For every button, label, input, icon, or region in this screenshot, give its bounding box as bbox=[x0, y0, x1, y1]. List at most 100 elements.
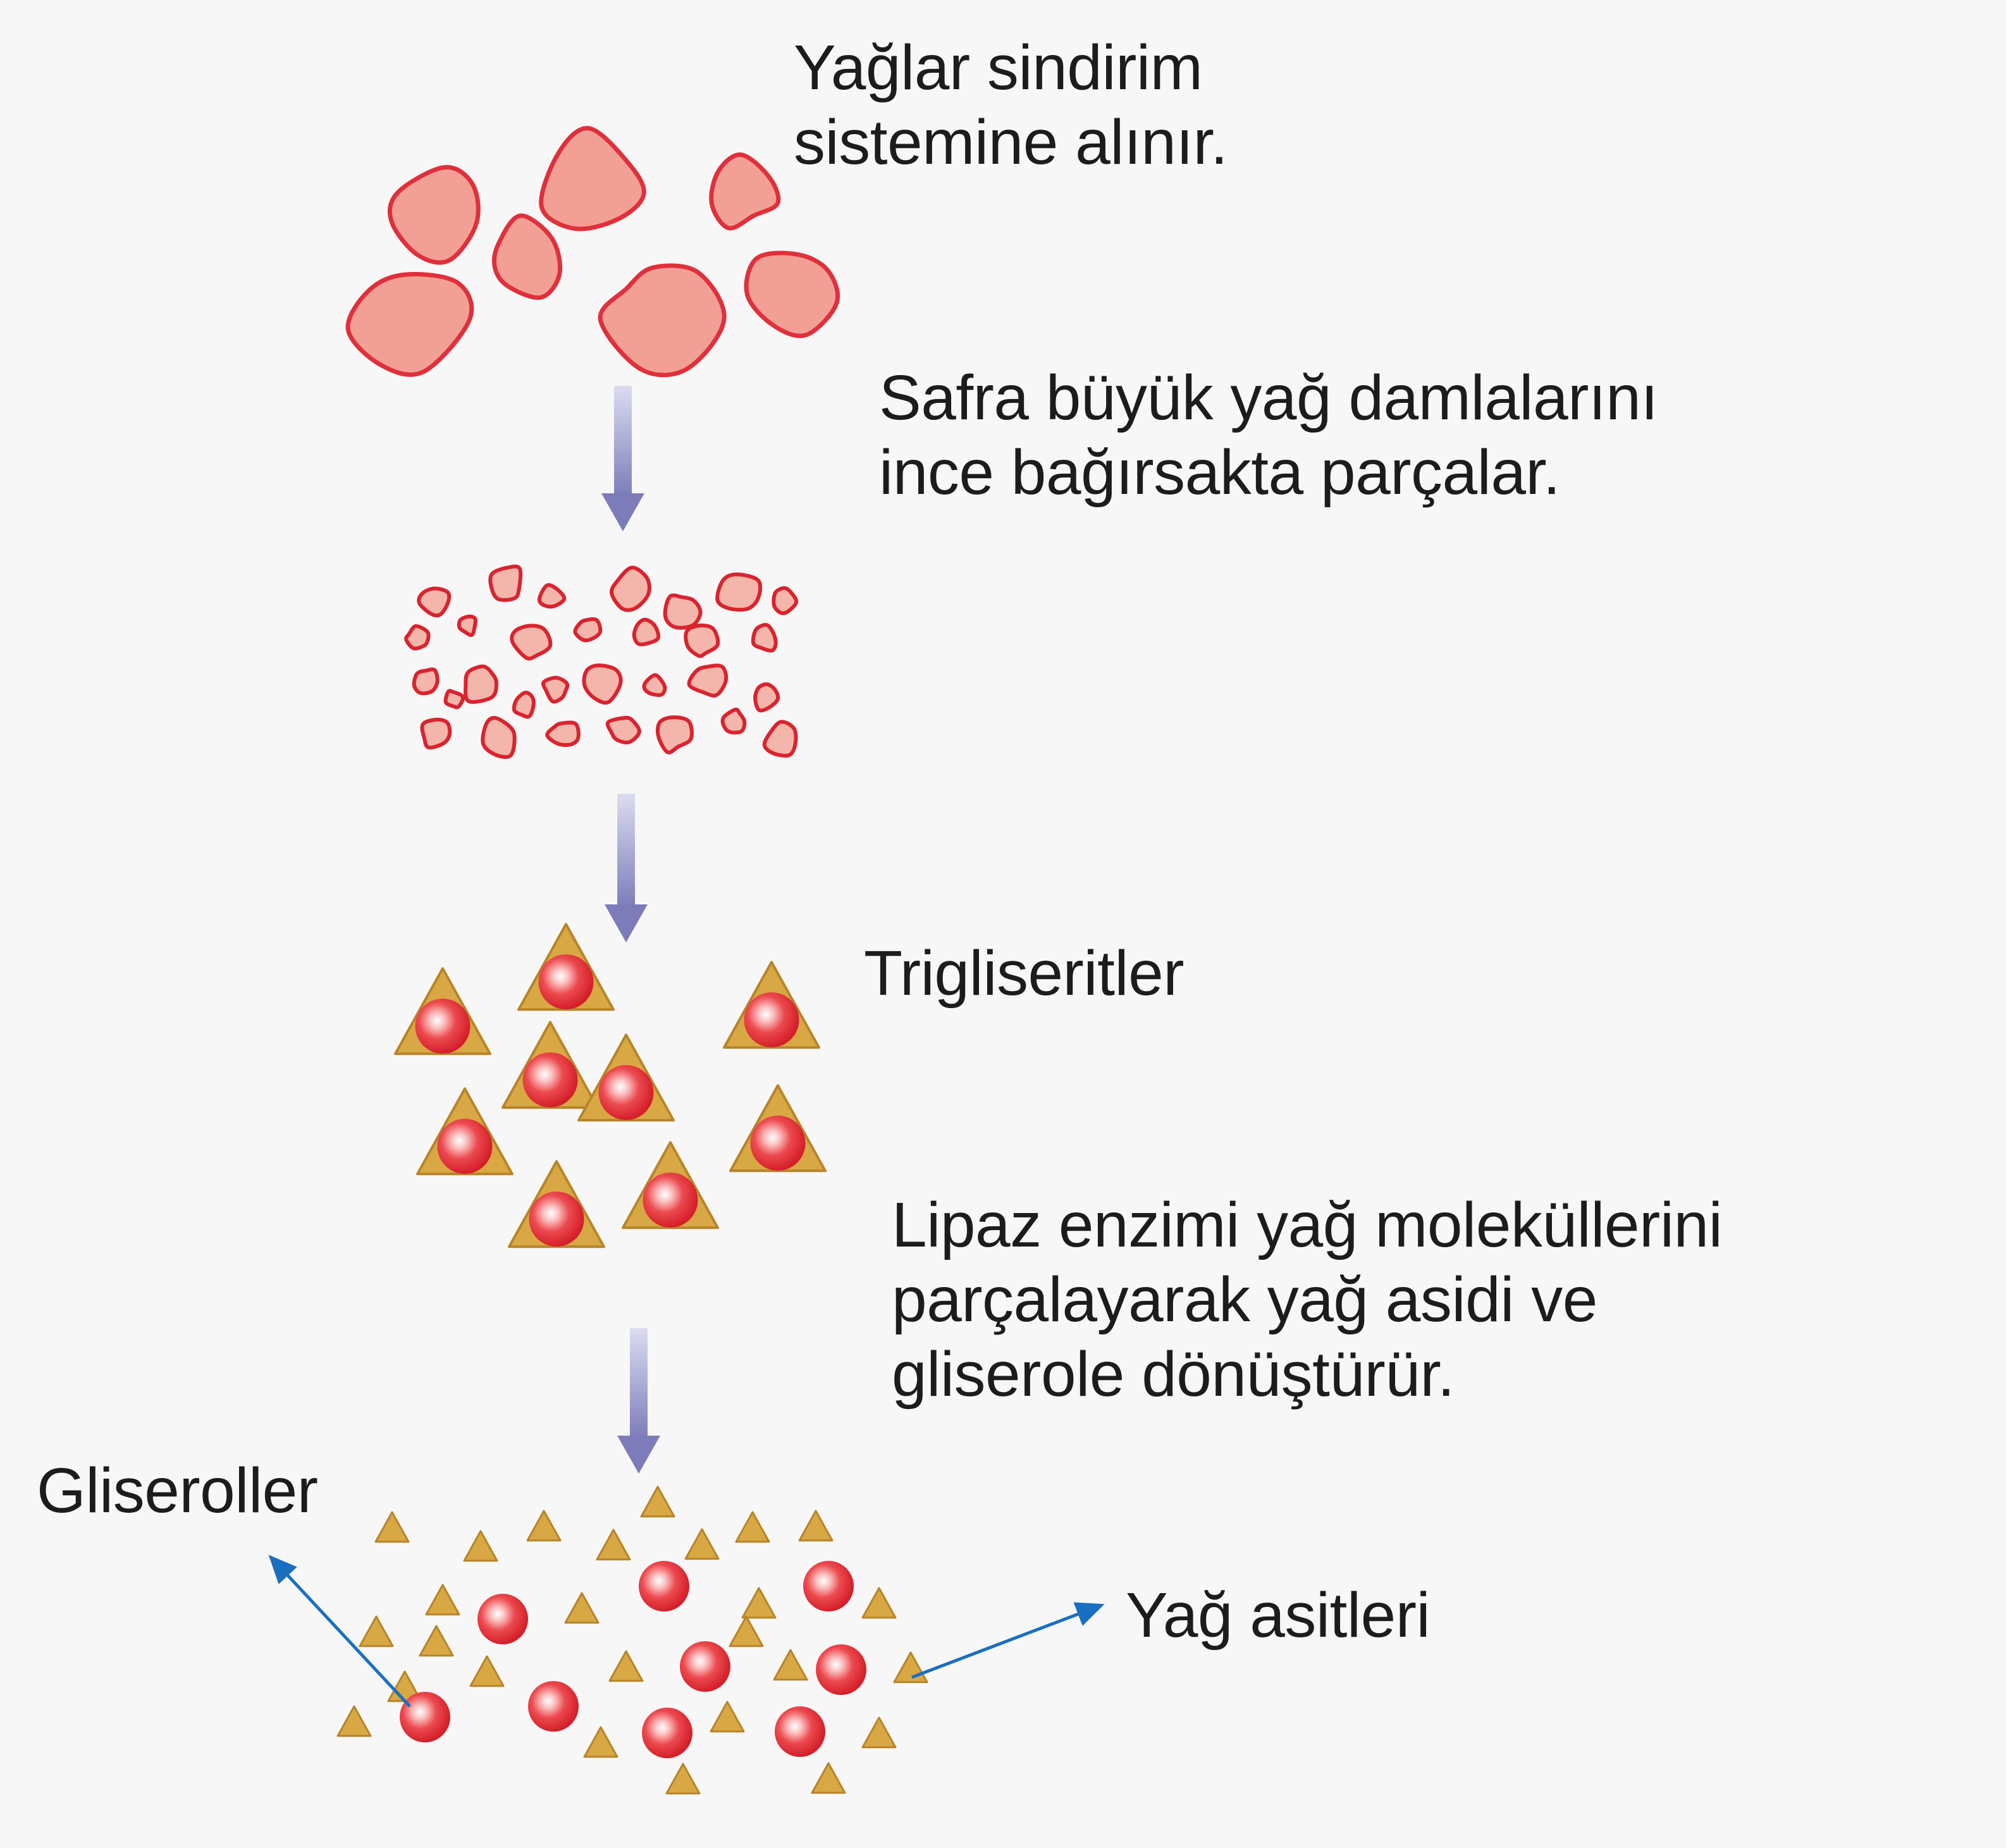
triglycerides-label: Trigliseritler bbox=[864, 938, 1185, 1009]
down-arrow-icon bbox=[605, 794, 648, 942]
large-fat-droplet bbox=[744, 250, 840, 338]
emulsified-droplet bbox=[642, 673, 667, 697]
lipase-caption: Lipaz enzimi yağ moleküllerini parçalaya… bbox=[892, 1188, 1723, 1412]
fatty-acid-molecule bbox=[640, 1486, 675, 1518]
emulsified-droplet bbox=[605, 715, 641, 745]
emulsified-droplet bbox=[720, 707, 747, 735]
glycerol-molecule bbox=[803, 1561, 854, 1611]
emulsified-droplet bbox=[512, 691, 536, 719]
emulsified-droplet bbox=[632, 617, 661, 646]
lipase-line-3: gliserole dönüştürür. bbox=[892, 1339, 1455, 1410]
fatty-acid-molecule bbox=[893, 1651, 928, 1684]
emulsified-droplet bbox=[751, 622, 778, 653]
emulsified-droplet bbox=[609, 565, 651, 612]
emulsified-droplet bbox=[684, 623, 720, 658]
triglyceride-molecules bbox=[394, 923, 827, 1248]
emulsified-droplet bbox=[541, 675, 570, 704]
emulsified-droplet bbox=[663, 593, 703, 630]
glycerol-molecule bbox=[639, 1561, 689, 1611]
triglyceride-molecule bbox=[416, 1087, 514, 1176]
bile-line-2: ince bağırsakta parçalar. bbox=[879, 437, 1561, 508]
bile-line-1: Safra büyük yağ damlalarını bbox=[879, 362, 1658, 433]
triglyceride-molecule bbox=[508, 1160, 605, 1248]
fatty-acid-molecule bbox=[741, 1587, 777, 1619]
triglyceride-molecule bbox=[501, 1021, 599, 1109]
red-sphere-icon bbox=[415, 999, 471, 1054]
large-fat-droplet bbox=[539, 126, 646, 231]
emulsified-droplet bbox=[412, 667, 440, 696]
triglyceride-molecule bbox=[622, 1141, 719, 1229]
lipase-line-2: parçalayarak yağ asidi ve bbox=[892, 1264, 1597, 1335]
fatty-acid-molecule bbox=[564, 1592, 600, 1624]
fatty-acid-molecule bbox=[773, 1649, 808, 1681]
emulsified-droplet bbox=[545, 720, 581, 748]
emulsified-droplet bbox=[404, 624, 431, 651]
emulsified-droplet bbox=[582, 663, 623, 705]
large-fat-droplet bbox=[709, 152, 781, 231]
fatty-acid-molecule bbox=[419, 1625, 454, 1657]
emulsified-droplets bbox=[404, 564, 799, 759]
fatty-acid-molecule bbox=[684, 1528, 720, 1560]
glycerol-molecule bbox=[528, 1681, 579, 1732]
fatty-acid-molecule bbox=[583, 1726, 618, 1758]
red-sphere-icon bbox=[522, 1052, 578, 1107]
emulsified-droplet bbox=[464, 664, 498, 704]
red-sphere-icon bbox=[643, 1173, 698, 1228]
glycerol-molecule bbox=[816, 1644, 866, 1695]
fatty-acid-molecule bbox=[526, 1510, 562, 1542]
red-sphere-icon bbox=[538, 954, 594, 1009]
digestion-products bbox=[336, 1486, 928, 1795]
fatty-acid-molecule bbox=[596, 1529, 631, 1561]
flow-arrows bbox=[601, 386, 660, 1474]
emulsified-droplet bbox=[510, 624, 553, 661]
large-fat-droplet bbox=[345, 272, 474, 377]
fatty-acid-molecule bbox=[861, 1716, 897, 1749]
fatty-acid-pointer-arrow bbox=[911, 1602, 1105, 1679]
emulsified-droplet bbox=[715, 572, 763, 612]
glycerol-molecule bbox=[680, 1641, 730, 1692]
fatty-acid-molecule bbox=[861, 1587, 897, 1619]
emulsified-droplet bbox=[481, 716, 517, 759]
large-fat-droplet bbox=[387, 165, 481, 265]
red-sphere-icon bbox=[529, 1192, 584, 1247]
large-fat-droplet bbox=[598, 263, 727, 378]
fatty-acid-molecule bbox=[729, 1615, 764, 1648]
intake-line-2: sistemine alınır. bbox=[794, 107, 1228, 178]
red-sphere-icon bbox=[744, 992, 799, 1047]
glycerol-molecule bbox=[477, 1594, 528, 1644]
emulsified-droplet bbox=[753, 682, 780, 713]
glycerol-pointer-arrow bbox=[268, 1555, 411, 1708]
emulsified-droplet bbox=[762, 720, 798, 758]
fatty-acid-molecule bbox=[463, 1530, 498, 1562]
intake-line-1: Yağlar sindirim bbox=[794, 32, 1203, 103]
fatty-acid-molecule bbox=[425, 1584, 460, 1616]
fatty-acid-molecule bbox=[735, 1511, 770, 1543]
emulsified-droplet bbox=[417, 586, 452, 618]
emulsified-droplet bbox=[457, 614, 478, 638]
emulsified-droplet bbox=[537, 583, 567, 609]
fatty-acids-label: Yağ asitleri bbox=[1126, 1580, 1431, 1651]
emulsified-droplet bbox=[488, 564, 523, 602]
emulsified-droplet bbox=[443, 689, 465, 710]
fatty-acid-molecule bbox=[710, 1701, 745, 1733]
triglyceride-molecule bbox=[394, 967, 491, 1056]
fatty-acid-molecule bbox=[359, 1615, 394, 1648]
red-sphere-icon bbox=[437, 1119, 493, 1174]
emulsified-droplet bbox=[573, 617, 603, 643]
red-sphere-icon bbox=[750, 1116, 806, 1171]
large-fat-droplet bbox=[491, 213, 562, 300]
glycerol-molecule bbox=[775, 1706, 825, 1757]
fatty-acid-molecule bbox=[336, 1705, 372, 1737]
fatty-acid-molecule bbox=[665, 1763, 701, 1795]
glycerols-label: Gliseroller bbox=[37, 1455, 318, 1526]
emulsified-droplet bbox=[772, 586, 799, 615]
lipase-line-1: Lipaz enzimi yağ moleküllerini bbox=[892, 1190, 1723, 1260]
bile-caption: Safra büyük yağ damlalarını ince bağırsa… bbox=[879, 360, 1658, 510]
glycerol-molecule bbox=[642, 1708, 692, 1758]
emulsified-droplet bbox=[420, 717, 452, 750]
fatty-acid-molecule bbox=[811, 1762, 846, 1794]
triglyceride-molecule bbox=[517, 923, 615, 1011]
triglyceride-molecule bbox=[723, 961, 820, 1049]
red-sphere-icon bbox=[598, 1065, 654, 1120]
glycerol-molecule bbox=[400, 1692, 450, 1742]
